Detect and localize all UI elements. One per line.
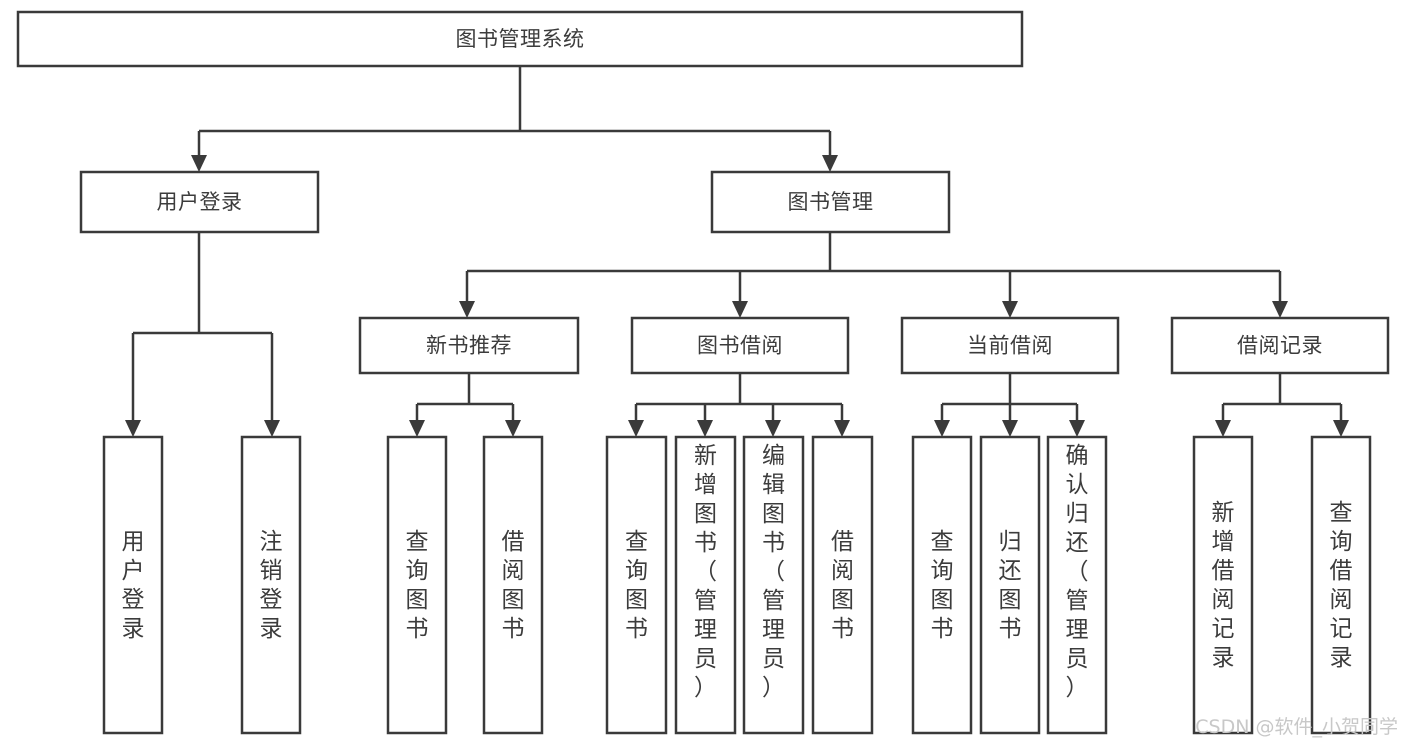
node-leaf-7[interactable]: 借阅图书	[811, 435, 874, 735]
root-drop-1-arrowhead	[822, 155, 838, 172]
node-leaf-4-label: 查询图书	[625, 529, 648, 642]
node-leaf-5-label: 新增图书（管理员）	[694, 443, 717, 701]
node-root-图书管理系统-box[interactable]	[16, 10, 1024, 68]
node-level3-0-label: 新书推荐	[426, 334, 512, 358]
node-leaf-12[interactable]: 查询借阅记录	[1310, 435, 1372, 735]
node-leaf-11[interactable]: 新增借阅记录	[1192, 435, 1254, 735]
node-leaf-11-box[interactable]	[1192, 435, 1254, 735]
node-leaf-10[interactable]: 确认归还（管理员）	[1046, 435, 1108, 735]
node-leaf-1[interactable]: 注销登录	[240, 435, 302, 735]
node-leaf-11-label: 新增借阅记录	[1212, 500, 1235, 671]
node-leaf-2-box[interactable]	[386, 435, 448, 735]
node-leaf-10-box[interactable]	[1046, 435, 1108, 735]
node-level3-3[interactable]: 借阅记录	[1170, 316, 1390, 375]
node-leaf-0-label: 用户登录	[122, 529, 145, 642]
node-level3-3-label: 借阅记录	[1237, 334, 1323, 358]
node-leaf-9-box[interactable]	[979, 435, 1041, 735]
node-level3-0[interactable]: 新书推荐	[358, 316, 580, 375]
group-1-drop-2-arrowhead	[765, 420, 781, 437]
manage-drop-3-arrowhead	[1272, 301, 1288, 318]
node-leaf-7-box[interactable]	[811, 435, 874, 735]
node-leaf-0[interactable]: 用户登录	[102, 435, 164, 735]
node-leaf-4-box[interactable]	[605, 435, 668, 735]
node-level3-0-box[interactable]	[358, 316, 580, 375]
node-leaf-8[interactable]: 查询图书	[911, 435, 973, 735]
node-leaf-3[interactable]: 借阅图书	[482, 435, 544, 735]
node-leaf-3-box[interactable]	[482, 435, 544, 735]
node-leaf-5-box[interactable]	[674, 435, 737, 735]
node-leaf-6[interactable]: 编辑图书（管理员）	[742, 435, 805, 735]
node-root-图书管理系统[interactable]: 图书管理系统	[16, 10, 1024, 68]
node-level3-1[interactable]: 图书借阅	[630, 316, 850, 375]
group-0-drop-0-arrowhead	[409, 420, 425, 437]
node-leaf-1-box[interactable]	[240, 435, 302, 735]
node-leaf-6-label: 编辑图书（管理员）	[762, 443, 785, 701]
node-leaf-2-label: 查询图书	[406, 529, 429, 642]
node-level3-2-label: 当前借阅	[967, 334, 1053, 358]
manage-drop-0-arrowhead	[459, 301, 475, 318]
node-level3-2-box[interactable]	[900, 316, 1120, 375]
node-leaf-4[interactable]: 查询图书	[605, 435, 668, 735]
node-leaf-1-label: 注销登录	[260, 529, 283, 642]
node-leaf-0-box[interactable]	[102, 435, 164, 735]
node-level3-3-box[interactable]	[1170, 316, 1390, 375]
root-drop-0-arrowhead	[191, 155, 207, 172]
node-root-图书管理系统-label: 图书管理系统	[456, 27, 585, 51]
node-leaf-8-label: 查询图书	[931, 529, 954, 642]
node-level2-0[interactable]: 用户登录	[79, 170, 320, 234]
group-1-drop-0-arrowhead	[628, 420, 644, 437]
group-2-drop-0-arrowhead	[934, 420, 950, 437]
node-level2-0-label: 用户登录	[157, 190, 243, 214]
node-leaf-9-label: 归还图书	[999, 529, 1022, 642]
connectors-layer	[125, 66, 1349, 437]
login-drop-1-arrowhead	[264, 420, 280, 437]
group-0-drop-1-arrowhead	[505, 420, 521, 437]
group-2-drop-1-arrowhead	[1002, 420, 1018, 437]
login-drop-0-arrowhead	[125, 420, 141, 437]
manage-drop-1-arrowhead	[732, 301, 748, 318]
node-leaf-2[interactable]: 查询图书	[386, 435, 448, 735]
node-level2-1[interactable]: 图书管理	[710, 170, 951, 234]
node-level3-1-box[interactable]	[630, 316, 850, 375]
node-leaf-12-label: 查询借阅记录	[1330, 500, 1353, 671]
node-level3-2[interactable]: 当前借阅	[900, 316, 1120, 375]
group-2-drop-2-arrowhead	[1069, 420, 1085, 437]
node-leaf-3-label: 借阅图书	[502, 529, 525, 642]
group-3-drop-0-arrowhead	[1215, 420, 1231, 437]
nodes-layer: 图书管理系统用户登录图书管理新书推荐图书借阅当前借阅借阅记录用户登录注销登录查询…	[16, 10, 1390, 735]
node-leaf-9[interactable]: 归还图书	[979, 435, 1041, 735]
node-level3-1-label: 图书借阅	[697, 334, 783, 358]
node-leaf-12-box[interactable]	[1310, 435, 1372, 735]
group-1-drop-1-arrowhead	[697, 420, 713, 437]
node-leaf-6-box[interactable]	[742, 435, 805, 735]
csdn-watermark: CSDN @软件_小贺同学	[1195, 716, 1398, 738]
manage-drop-2-arrowhead	[1002, 301, 1018, 318]
group-3-drop-1-arrowhead	[1333, 420, 1349, 437]
node-level2-0-box[interactable]	[79, 170, 320, 234]
group-1-drop-3-arrowhead	[834, 420, 850, 437]
node-leaf-10-label: 确认归还（管理员）	[1066, 443, 1089, 701]
node-leaf-8-box[interactable]	[911, 435, 973, 735]
node-leaf-7-label: 借阅图书	[831, 529, 854, 642]
node-level2-1-label: 图书管理	[788, 190, 874, 214]
node-level2-1-box[interactable]	[710, 170, 951, 234]
node-leaf-5[interactable]: 新增图书（管理员）	[674, 435, 737, 735]
